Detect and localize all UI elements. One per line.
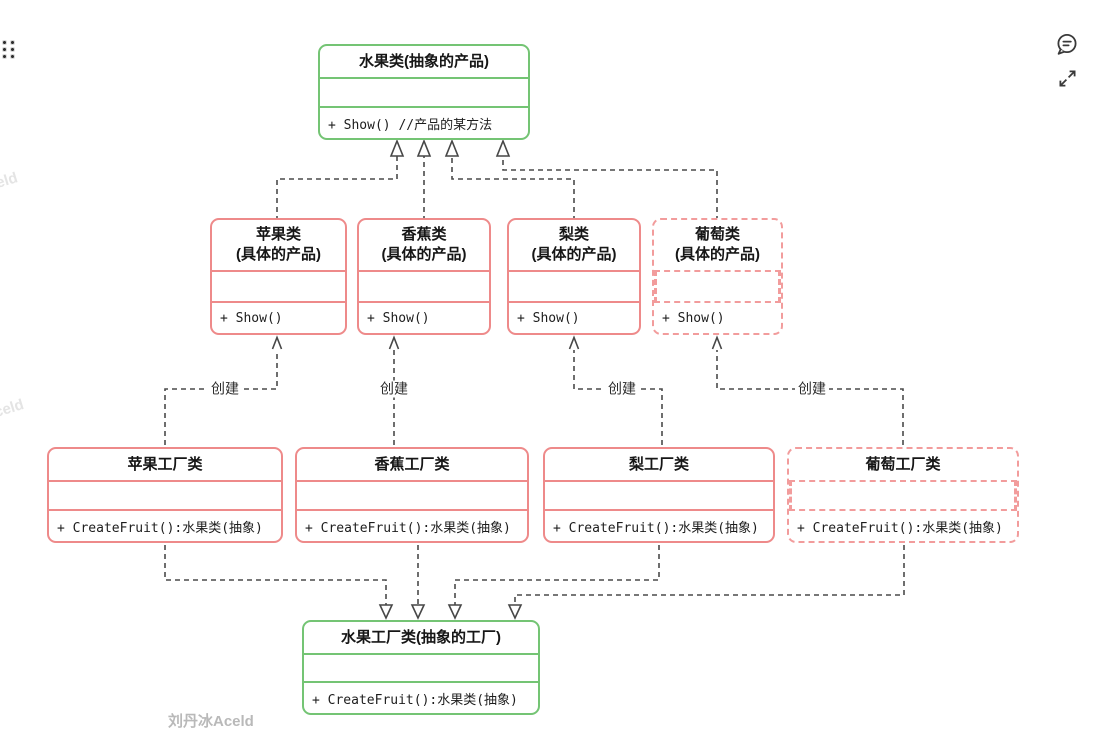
edge-label-create: 创建: [795, 380, 829, 398]
class-title: 葡萄工厂类: [789, 449, 1017, 480]
class-title: 苹果工厂类: [49, 449, 281, 480]
open-arrowhead-up: [711, 335, 723, 350]
edge-apple-to-abstract-product: [276, 156, 398, 221]
class-title-text: 水果类(抽象的产品): [359, 52, 489, 70]
class-title: 梨类 (具体的产品): [509, 220, 639, 270]
triangle-arrowhead-up: [444, 138, 460, 157]
edge-label-create: 创建: [377, 380, 411, 398]
class-title-text: 苹果类: [255, 226, 301, 243]
class-attributes-compartment: [654, 270, 781, 303]
triangle-arrowhead-up: [495, 138, 511, 157]
class-box-apple-factory[interactable]: 苹果工厂类 + CreateFruit():水果类(抽象): [47, 447, 283, 543]
open-arrowhead-up: [271, 335, 283, 350]
edge-apple-factory-creates: [164, 350, 278, 445]
watermark: 刘丹冰Aceld: [168, 713, 254, 730]
class-attributes-compartment: [509, 270, 639, 303]
class-title: 葡萄类 (具体的产品): [654, 220, 781, 270]
class-title: 水果类(抽象的产品): [320, 46, 528, 77]
class-method: + Show(): [367, 310, 430, 326]
class-method: + CreateFruit():水果类(抽象): [797, 520, 1003, 536]
class-subtitle-text: (具体的产品): [381, 246, 467, 263]
comment-icon[interactable]: [1054, 32, 1079, 57]
class-box-grape-product[interactable]: 葡萄类 (具体的产品) + Show(): [652, 218, 783, 335]
class-method: + CreateFruit():水果类(抽象): [305, 520, 511, 536]
class-attributes-compartment: [49, 480, 281, 511]
class-title-text: 苹果工厂类: [127, 455, 203, 473]
class-attributes-compartment: [212, 270, 345, 303]
class-title-text: 葡萄工厂类: [865, 455, 941, 473]
class-title-text: 梨类: [558, 226, 589, 243]
edge-label-create: 创建: [605, 380, 639, 398]
class-attributes-compartment: [789, 480, 1017, 511]
class-box-grape-factory[interactable]: 葡萄工厂类 + CreateFruit():水果类(抽象): [787, 447, 1019, 543]
triangle-arrowhead-down: [410, 604, 426, 620]
edge-apple-factory-to-abstract-factory: [164, 545, 387, 605]
class-box-fruit-factory-abstract[interactable]: 水果工厂类(抽象的工厂) + CreateFruit():水果类(抽象): [302, 620, 540, 715]
class-box-banana-product[interactable]: 香蕉类 (具体的产品) + Show(): [357, 218, 491, 335]
edge-pear-factory-to-abstract-factory: [454, 545, 660, 605]
edge-pear-factory-creates: [573, 350, 663, 445]
class-title: 苹果类 (具体的产品): [212, 220, 345, 270]
class-title-text: 香蕉工厂类: [374, 455, 450, 473]
class-method: + Show(): [220, 310, 283, 326]
class-box-banana-factory[interactable]: 香蕉工厂类 + CreateFruit():水果类(抽象): [295, 447, 529, 543]
edge-grape-to-abstract-product: [502, 156, 718, 221]
class-attributes-compartment: [297, 480, 527, 511]
class-method: + Show(): [517, 310, 580, 326]
class-title-text: 梨工厂类: [628, 455, 689, 473]
triangle-arrowhead-down: [507, 604, 523, 620]
class-method: + Show(): [662, 310, 725, 326]
class-attributes-compartment: [545, 480, 773, 511]
class-title-text: 水果工厂类(抽象的工厂): [341, 628, 501, 646]
class-box-pear-factory[interactable]: 梨工厂类 + CreateFruit():水果类(抽象): [543, 447, 775, 543]
edge-grape-factory-to-abstract-factory: [514, 545, 905, 605]
class-attributes-compartment: [359, 270, 489, 303]
drag-handle-icon[interactable]: [2, 40, 16, 59]
expand-icon[interactable]: [1057, 68, 1078, 89]
class-title: 香蕉工厂类: [297, 449, 527, 480]
triangle-arrowhead-down: [447, 604, 463, 620]
class-method: + Show() //产品的某方法: [328, 117, 493, 133]
class-title: 梨工厂类: [545, 449, 773, 480]
class-subtitle-text: (具体的产品): [531, 246, 617, 263]
class-box-apple-product[interactable]: 苹果类 (具体的产品) + Show(): [210, 218, 347, 335]
open-arrowhead-up: [568, 335, 580, 350]
edge-grape-factory-creates: [716, 350, 904, 445]
class-title: 香蕉类 (具体的产品): [359, 220, 489, 270]
open-arrowhead-up: [388, 335, 400, 350]
class-box-pear-product[interactable]: 梨类 (具体的产品) + Show(): [507, 218, 641, 335]
class-method: + CreateFruit():水果类(抽象): [553, 520, 759, 536]
edge-pear-to-abstract-product: [451, 156, 575, 221]
class-attributes-compartment: [304, 653, 538, 683]
triangle-arrowhead-up: [416, 138, 432, 157]
class-title-text: 香蕉类: [401, 226, 447, 243]
class-box-fruit-abstract[interactable]: 水果类(抽象的产品) + Show() //产品的某方法: [318, 44, 530, 140]
triangle-arrowhead-down: [378, 604, 394, 620]
class-method: + CreateFruit():水果类(抽象): [312, 692, 518, 708]
triangle-arrowhead-up: [389, 138, 405, 157]
class-method: + CreateFruit():水果类(抽象): [57, 520, 263, 536]
class-subtitle-text: (具体的产品): [236, 246, 321, 263]
class-title-text: 葡萄类: [694, 226, 740, 243]
class-title: 水果工厂类(抽象的工厂): [304, 622, 538, 653]
class-attributes-compartment: [320, 77, 528, 108]
edge-label-create: 创建: [208, 380, 242, 398]
class-subtitle-text: (具体的产品): [675, 246, 760, 263]
